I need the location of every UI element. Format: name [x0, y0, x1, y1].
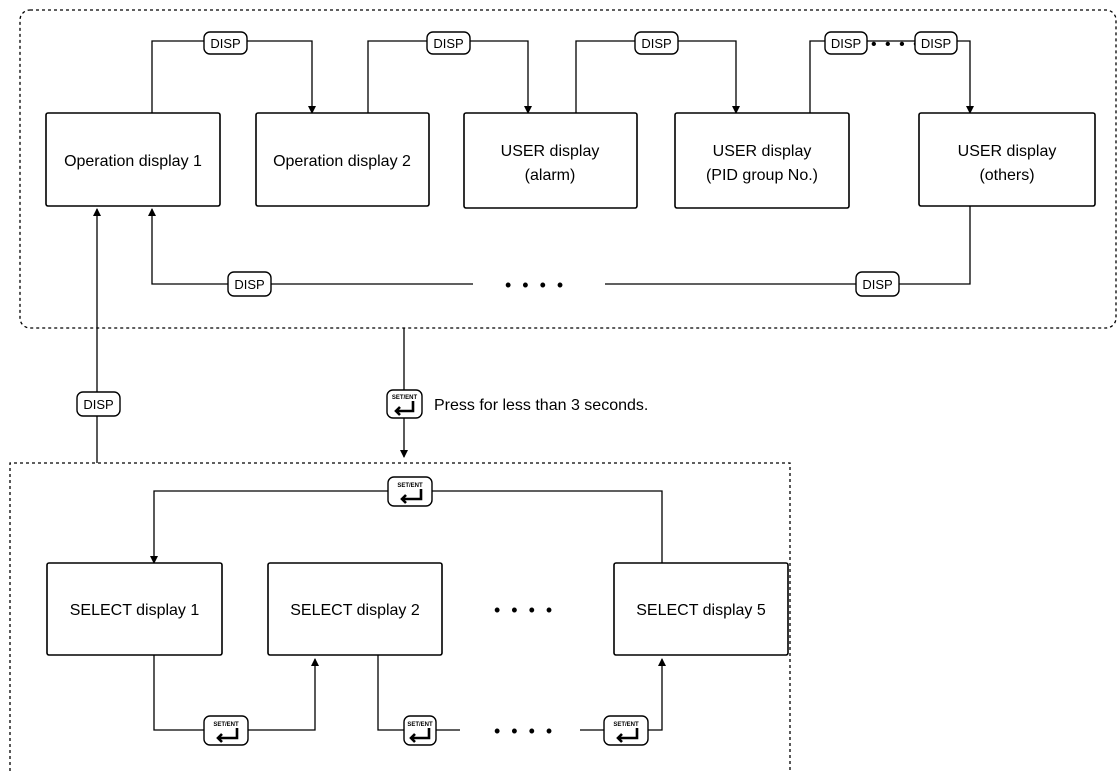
operation-display-1-label: Operation display 1 [64, 153, 202, 170]
user-display-pid-line1: USER display [713, 143, 812, 160]
return-line-right [605, 206, 971, 285]
disp-key-5-label: DISP [921, 36, 951, 51]
user-display-others-box: USER display (others) [918, 112, 1096, 207]
enter-arrow-icon [394, 401, 415, 416]
disp-key-select-to-operation: DISP [76, 391, 121, 417]
select-display-5-box: SELECT display 5 [613, 562, 789, 656]
select-display-2-box: SELECT display 2 [267, 562, 443, 656]
select-group-outline [9, 462, 791, 771]
select-display-2-label: SELECT display 2 [290, 602, 420, 619]
set-ent-key-transition-label: SET/ENT [392, 395, 418, 401]
set-ent-key-into-sel5-label: SET/ENT [613, 722, 639, 728]
transition-note: Press for less than 3 seconds. [434, 397, 648, 414]
set-ent-key-into-sel5: SET/ENT [603, 715, 649, 746]
enter-arrow-icon [400, 489, 423, 504]
user-display-others-line2: (others) [979, 167, 1034, 184]
operation-display-2-label: Operation display 2 [273, 153, 411, 170]
enter-arrow-icon [409, 728, 431, 743]
disp-key-2-label: DISP [433, 36, 463, 51]
disp-key-4: DISP [824, 31, 868, 55]
user-display-pid-line2: (PID group No.) [706, 167, 818, 184]
set-ent-key-sel2-next-label: SET/ENT [407, 722, 433, 728]
set-ent-key-transition: SET/ENT [386, 389, 423, 419]
select-display-5-label: SELECT display 5 [636, 602, 766, 619]
user-display-others-line1: USER display [958, 143, 1057, 160]
user-display-alarm-line1: USER display [501, 143, 600, 160]
set-ent-key-sel2-next: SET/ENT [403, 715, 437, 746]
disp-key-1-label: DISP [210, 36, 240, 51]
set-ent-key-sel1-sel2: SET/ENT [203, 715, 249, 746]
user-display-alarm-box: USER display (alarm) [463, 112, 638, 209]
select-middle-ellipsis: • • • • [494, 600, 555, 620]
disp-key-select-to-operation-label: DISP [83, 397, 113, 412]
set-ent-key-select-return-label: SET/ENT [397, 483, 423, 489]
disp-key-2: DISP [426, 31, 471, 55]
set-ent-key-sel1-sel2-label: SET/ENT [213, 722, 239, 728]
disp-key-return-right-label: DISP [862, 277, 892, 292]
return-line-left [148, 208, 473, 285]
enter-arrow-icon [616, 728, 639, 743]
disp-key-3: DISP [634, 31, 679, 55]
select-display-1-label: SELECT display 1 [70, 602, 200, 619]
connector-pid-others [809, 40, 974, 114]
user-display-alarm-line2: (alarm) [525, 167, 576, 184]
select-display-1-box: SELECT display 1 [46, 562, 223, 656]
disp-key-1: DISP [203, 31, 248, 55]
disp-key-3-label: DISP [641, 36, 671, 51]
user-display-pid-box: USER display (PID group No.) [674, 112, 850, 209]
operation-display-1-box: Operation display 1 [45, 112, 221, 207]
return-ellipsis: • • • • [505, 275, 566, 295]
operation-display-2-box: Operation display 2 [255, 112, 430, 207]
set-ent-key-select-return: SET/ENT [387, 476, 433, 507]
disp-key-return-left: DISP [227, 271, 272, 297]
select-bottom-ellipsis: • • • • [494, 721, 555, 741]
top-ellipsis: • • • • [871, 36, 921, 53]
disp-key-return-right: DISP [855, 271, 900, 297]
disp-key-return-left-label: DISP [234, 277, 264, 292]
enter-arrow-icon [216, 728, 239, 743]
disp-key-5: DISP [914, 31, 958, 55]
disp-key-4-label: DISP [831, 36, 861, 51]
